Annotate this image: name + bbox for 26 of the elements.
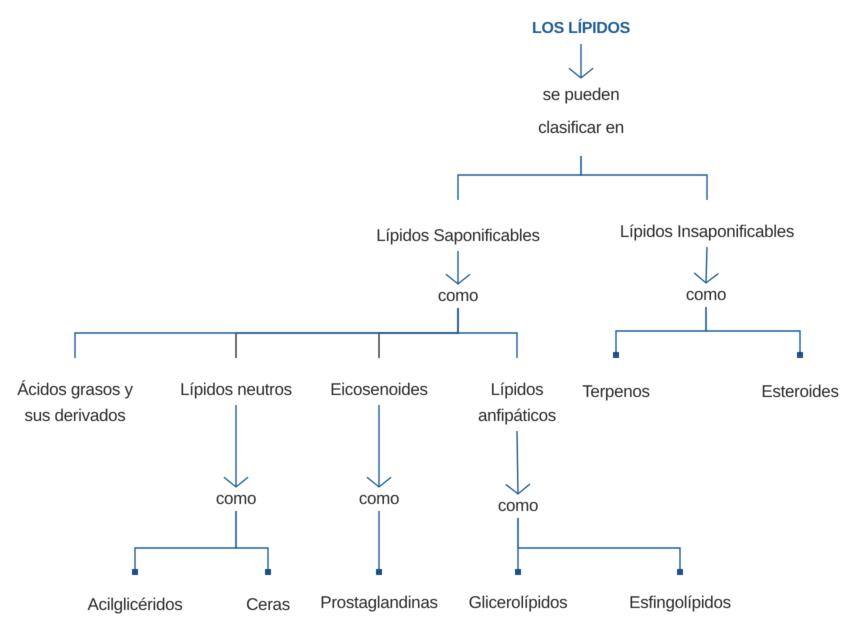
- connector-line: [457, 308, 518, 358]
- connector-line: [580, 156, 708, 200]
- concept-text: Acilglicéridos: [87, 594, 182, 616]
- concept-text: Glicerolípidos: [468, 592, 568, 614]
- concept-text: Esfingolípidos: [629, 592, 731, 614]
- concept-text: Lípidos Saponificables: [376, 225, 540, 247]
- concept-text: Esteroides: [761, 381, 839, 403]
- concept-text: como: [438, 285, 478, 307]
- concept-text: como: [358, 488, 400, 510]
- concept-text: Lípidos neutros: [180, 379, 292, 401]
- concept-text: Lípidos anfipáticos: [477, 379, 557, 427]
- connector-line: [517, 518, 683, 575]
- concept-text: como: [686, 284, 726, 306]
- connector-line: [705, 307, 803, 358]
- concept-text: como: [216, 488, 256, 510]
- connector-line: [376, 511, 382, 575]
- concept-text: se pueden clasificar en: [537, 84, 625, 139]
- concept-text: Lípidos Insaponificables: [620, 221, 794, 243]
- title-text: LOS LÍPIDOS: [532, 18, 630, 39]
- concept-text: Ácidos grasos y sus derivados: [16, 379, 134, 427]
- concept-text: como: [498, 495, 538, 517]
- concept-text: Eicosenoides: [330, 379, 428, 401]
- concept-text: Ceras: [246, 594, 290, 616]
- connector-line: [235, 511, 271, 575]
- concept-text: Prostaglandinas: [320, 592, 438, 614]
- concept-text: Terpenos: [582, 381, 650, 403]
